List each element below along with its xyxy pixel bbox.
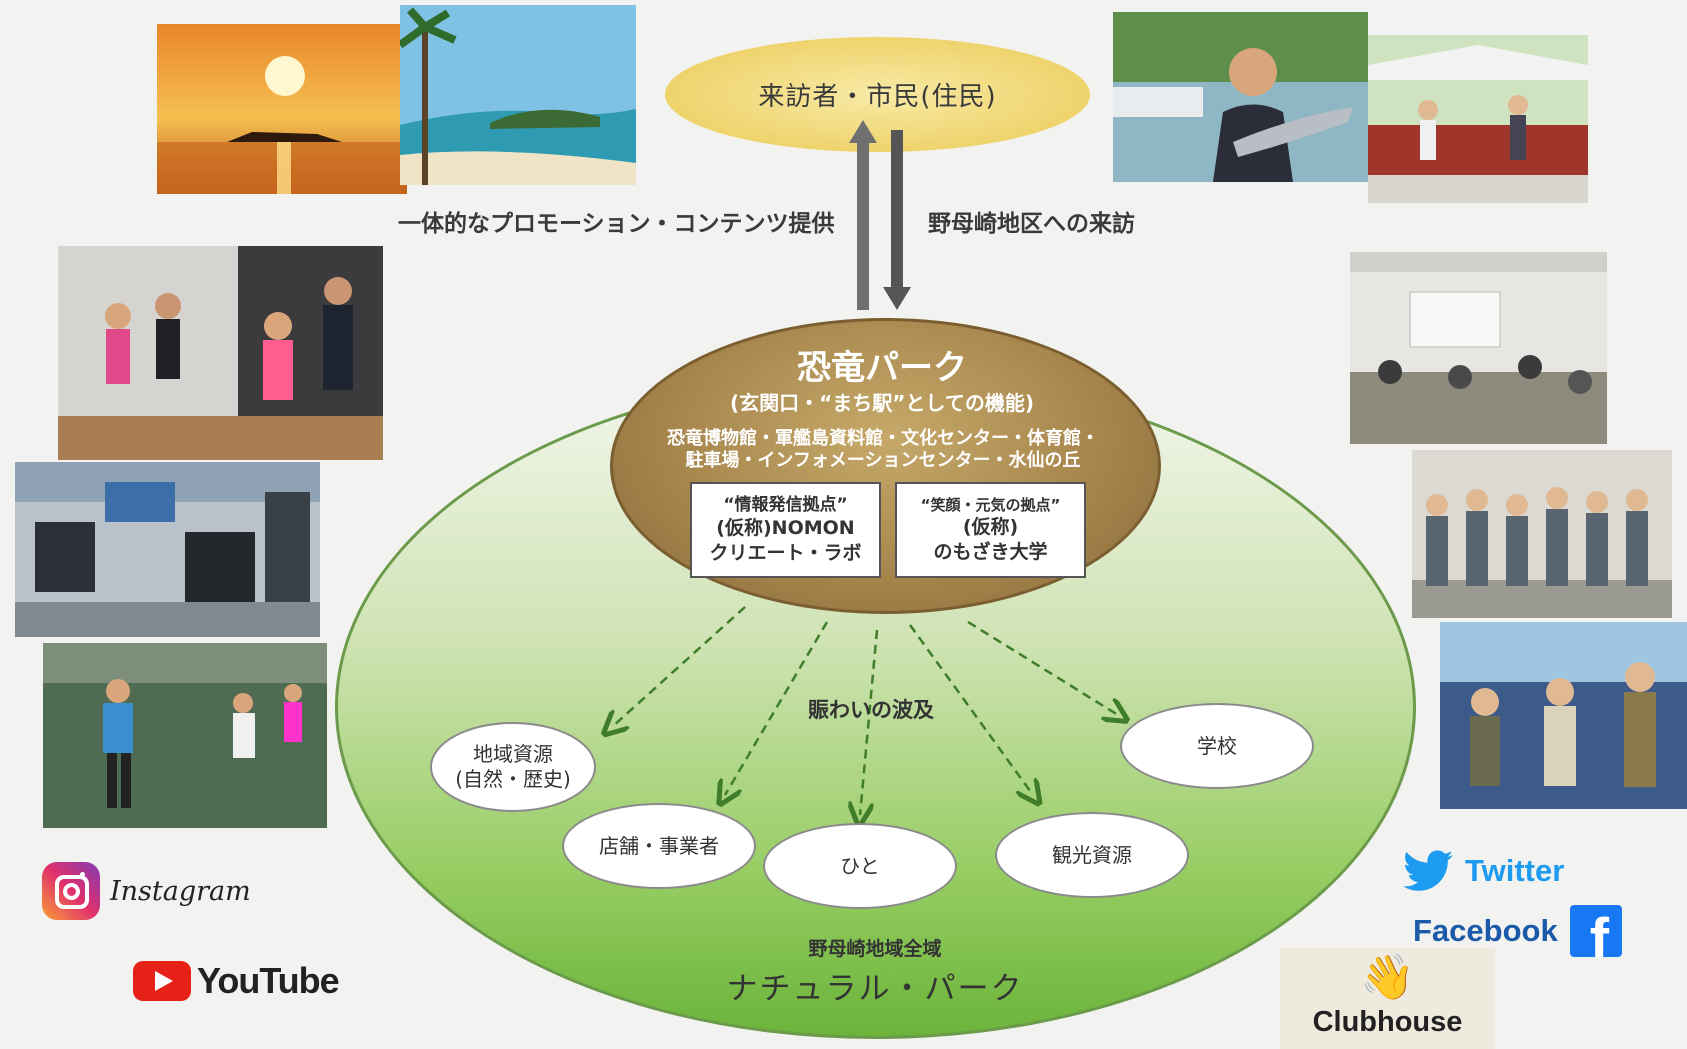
gym-photo (58, 246, 383, 460)
twitter-badge: Twitter (1403, 850, 1564, 892)
instagram-label: Instagram (110, 875, 251, 907)
two-way-arrows (849, 120, 911, 310)
node-local-resources-1: 地域資源 (473, 742, 553, 766)
hub-subtitle: (玄関口・“まち駅”としての機能) (730, 391, 1034, 415)
promotion-label: 一体的なプロモーション・コンテンツ提供 (398, 211, 835, 237)
visitors-label: 来訪者・市民(住民) (758, 82, 997, 112)
facebook-icon: f (1569, 905, 1622, 957)
node-school-label: 学校 (1197, 733, 1237, 758)
clubhouse-badge: 👋 Clubhouse (1280, 948, 1495, 1049)
facebook-label: Facebook (1413, 913, 1558, 948)
node-tourism: 観光資源 (995, 812, 1189, 898)
clubhouse-label: Clubhouse (1312, 1006, 1463, 1038)
hub-facilities-1: 恐竜博物館・軍艦島資料館・文化センター・体育館・ (667, 428, 1099, 449)
studio-photo (15, 462, 320, 637)
info-hub-line2: (仮称)NOMON (716, 517, 855, 540)
fisherman-photo (1113, 12, 1368, 182)
node-local-resources-2: (自然・歴史) (455, 767, 571, 791)
instagram-icon (42, 862, 100, 920)
university-line3: のもざき大学 (933, 540, 1048, 563)
instagram-badge: Instagram (42, 862, 251, 920)
market-photo (1368, 35, 1588, 203)
area-name: ナチュラル・パーク (726, 971, 1024, 1007)
hub-facilities-2: 駐車場・インフォメーションセンター・水仙の丘 (685, 450, 1081, 471)
info-hub-line3: クリエート・ラボ (709, 542, 862, 565)
kids-exercise-photo (43, 643, 327, 828)
waving-hand-icon: 👋 (1360, 952, 1415, 1003)
beach-photo (400, 5, 636, 185)
classroom-photo (1350, 252, 1607, 444)
twitter-icon (1403, 850, 1453, 891)
visitors-node: 来訪者・市民(住民) (665, 37, 1090, 152)
youtube-badge: YouTube (133, 960, 340, 1002)
university-line2: (仮称) (962, 516, 1019, 539)
node-people-label: ひと (840, 853, 880, 878)
node-tourism-label: 観光資源 (1052, 842, 1132, 867)
group-photo (1412, 450, 1672, 618)
node-shops: 店舗・事業者 (562, 803, 756, 889)
node-shops-label: 店舗・事業者 (599, 833, 719, 858)
info-hub-box: “情報発信拠点” (仮称)NOMON クリエート・ラボ (690, 482, 881, 578)
facebook-badge: Facebook f (1413, 905, 1622, 957)
youtube-icon (133, 961, 191, 1001)
hikers-photo (1440, 622, 1687, 809)
visit-label: 野母崎地区への来訪 (928, 211, 1135, 237)
node-people: ひと (763, 823, 957, 909)
info-hub-line1: “情報発信拠点” (723, 495, 848, 516)
node-local-resources: 地域資源 (自然・歴史) (430, 722, 596, 812)
twitter-label: Twitter (1465, 853, 1565, 888)
hub-title: 恐竜パーク (797, 348, 967, 388)
university-line1: “笑顔・元気の拠点” (920, 495, 1061, 514)
node-school: 学校 (1120, 703, 1314, 789)
area-caption: 野母崎地域全域 (808, 938, 942, 960)
sunset-photo (157, 24, 407, 194)
youtube-label: YouTube (197, 960, 340, 1001)
spread-label: 賑わいの波及 (808, 698, 934, 722)
university-box: “笑顔・元気の拠点” (仮称) のもざき大学 (895, 482, 1086, 578)
